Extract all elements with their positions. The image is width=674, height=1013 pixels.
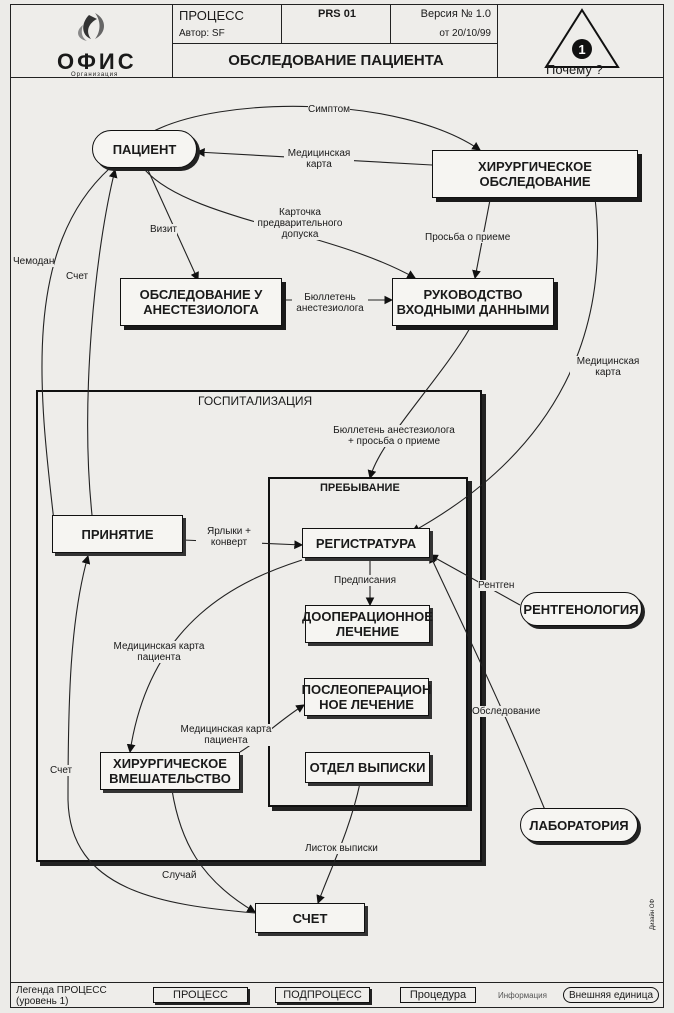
why-cell[interactable]: 1 Почему ? [497,4,664,78]
preop-treatment-node[interactable]: ДООПЕРАЦИОННОЕ ЛЕЧЕНИЕ [302,605,433,643]
bill-node[interactable]: СЧЕТ [255,903,365,933]
surgery-node[interactable]: ХИРУРГИЧЕСКОЕ ВМЕШАТЕЛЬСТВО [100,752,240,790]
logo-icon [78,13,104,41]
flow-med-card: Медицинская карта [284,148,354,170]
legend-external: Внешняя единица [563,987,659,1003]
flow-patient-card-2: Медицинская карта пациента [180,724,272,746]
anesthesiologist-exam-node[interactable]: ОБСЛЕДОВАНИЕ У АНЕСТЕЗИОЛОГА [120,278,282,326]
flow-bill-2: Счет [50,765,73,776]
logo-subtext: Организация [71,72,119,78]
date: от 20/10/99 [439,28,491,39]
doc-type: ПРОЦЕСС [179,8,244,23]
legend-subprocess: ПОДПРОЦЕСС [275,987,370,1003]
legend-title: Легенда ПРОЦЕСС (уровень 1) [16,985,107,1007]
flow-patient-card-1: Медицинская карта пациента [98,641,220,663]
legend-information: Информация [498,990,547,1000]
flow-request: Просьба о приеме [425,232,511,243]
flow-examination: Обследование [472,706,541,717]
flow-tags: Ярлыки + конверт [196,526,262,548]
legend-process: ПРОЦЕСС [153,987,248,1003]
laboratory-node[interactable]: ЛАБОРАТОРИЯ [520,808,638,842]
logo-cell: ОФИС Организация [10,4,173,78]
footer-note: Дизайн ОФ [650,898,656,930]
flow-anesth-bulletin: Бюллетень анестезиолога [292,292,368,314]
discharge-dept-node[interactable]: ОТДЕЛ ВЫПИСКИ [305,752,430,783]
legend-procedure: Процедура [400,987,476,1003]
doc-code: PRS 01 [318,8,356,20]
why-triangle-icon: 1 [544,8,620,68]
flow-visit: Визит [150,224,178,235]
registry-node[interactable]: РЕГИСТРАТУРА [302,528,430,558]
hospitalization-label: ГОСПИТАЛИЗАЦИЯ [198,394,313,408]
flow-suitcase: Чемодан [13,256,55,267]
version: Версия № 1.0 [420,8,491,20]
flow-discharge-sheet: Листок выписки [305,843,378,854]
flow-xray: Рентген [478,580,515,591]
input-management-node[interactable]: РУКОВОДСТВО ВХОДНЫМИ ДАННЫМИ [392,278,554,326]
stay-label: ПРЕБЫВАНИЕ [320,482,400,494]
flow-prelim-card: Карточка предварительного допуска [254,207,346,240]
legend-divider [10,982,664,983]
logo-text: ОФИС [57,49,137,74]
hospitalization-group: ГОСПИТАЛИЗАЦИЯ [36,390,482,862]
patient-node[interactable]: ПАЦИЕНТ [92,130,197,168]
flow-med-card-2: Медицинская карта [570,356,646,378]
surgical-exam-node[interactable]: ХИРУРГИЧЕСКОЕ ОБСЛЕДОВАНИЕ [432,150,638,198]
flow-bulletin-request: Бюллетень анестезиолога + просьба о прие… [330,425,458,447]
flow-prescriptions: Предписания [334,575,397,586]
page-title: ОБСЛЕДОВАНИЕ ПАЦИЕНТА [228,52,444,69]
admission-node[interactable]: ПРИНЯТИЕ [52,515,183,553]
author: Автор: SF [179,28,225,39]
flow-symptom: Симптом [308,104,351,115]
flow-case: Случай [162,870,197,881]
radiology-node[interactable]: РЕНТГЕНОЛОГИЯ [520,592,642,626]
flow-bill-1: Счет [66,271,89,282]
postop-treatment-node[interactable]: ПОСЛЕОПЕРАЦИОН НОЕ ЛЕЧЕНИЕ [302,678,431,716]
svg-text:1: 1 [578,42,585,57]
why-label: Почему ? [546,62,603,77]
